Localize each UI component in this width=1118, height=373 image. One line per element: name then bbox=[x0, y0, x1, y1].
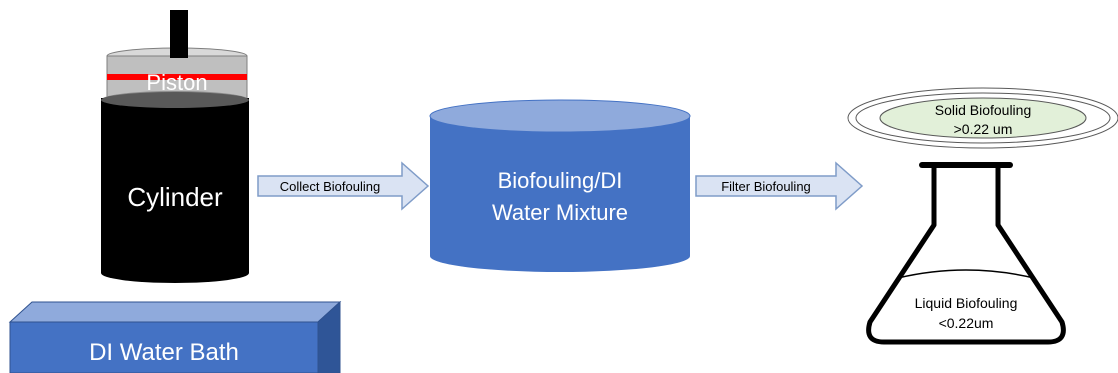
mixture-tank-label-line2: Water Mixture bbox=[492, 200, 628, 225]
solid-biofouling-line2: >0.22 um bbox=[954, 121, 1013, 137]
water-bath-label: DI Water Bath bbox=[89, 339, 239, 366]
filter-dish-icon: Solid Biofouling >0.22 um bbox=[847, 87, 1118, 149]
mixture-tank-body bbox=[430, 116, 690, 256]
piston-rod-top bbox=[170, 10, 188, 58]
arrow-filter-shape bbox=[695, 161, 864, 211]
piston-red-seal bbox=[107, 74, 247, 80]
cylinder-bottom bbox=[101, 263, 249, 283]
water-bath-front bbox=[9, 321, 319, 373]
cylinder-label: Cylinder bbox=[127, 182, 223, 212]
cylinder-body bbox=[101, 98, 249, 273]
arrow-collect-label: Collect Biofouling bbox=[280, 179, 380, 194]
flask-liquid-surface bbox=[897, 269, 1035, 279]
water-bath-top bbox=[8, 301, 342, 323]
mixture-tank-top bbox=[429, 99, 691, 133]
arrow-collect-shape bbox=[257, 161, 430, 211]
filter-paper bbox=[879, 97, 1087, 139]
liquid-biofouling-line2: <0.22um bbox=[939, 315, 994, 331]
arrow-collect: Collect Biofouling bbox=[257, 161, 430, 211]
piston-label: Piston bbox=[146, 70, 207, 95]
liquid-biofouling-line1: Liquid Biofouling bbox=[915, 295, 1018, 311]
cylinder-rim bbox=[101, 92, 249, 108]
mixture-tank-label-line1: Biofouling/DI bbox=[498, 168, 623, 193]
water-bath: DI Water Bath bbox=[8, 300, 342, 373]
flask-outline bbox=[866, 165, 1066, 345]
flask-liquid bbox=[866, 254, 1064, 342]
mixture-tank: Biofouling/DI Water Mixture bbox=[429, 99, 691, 272]
mixture-tank-bottom bbox=[430, 240, 690, 272]
erlenmeyer-flask-icon: Liquid Biofouling <0.22um bbox=[866, 162, 1066, 345]
arrow-filter: Filter Biofouling bbox=[695, 161, 864, 211]
piston-cylinder-assembly: Piston Cylinder bbox=[101, 10, 249, 283]
solid-biofouling-line1: Solid Biofouling bbox=[935, 102, 1032, 118]
arrow-filter-label: Filter Biofouling bbox=[721, 179, 811, 194]
